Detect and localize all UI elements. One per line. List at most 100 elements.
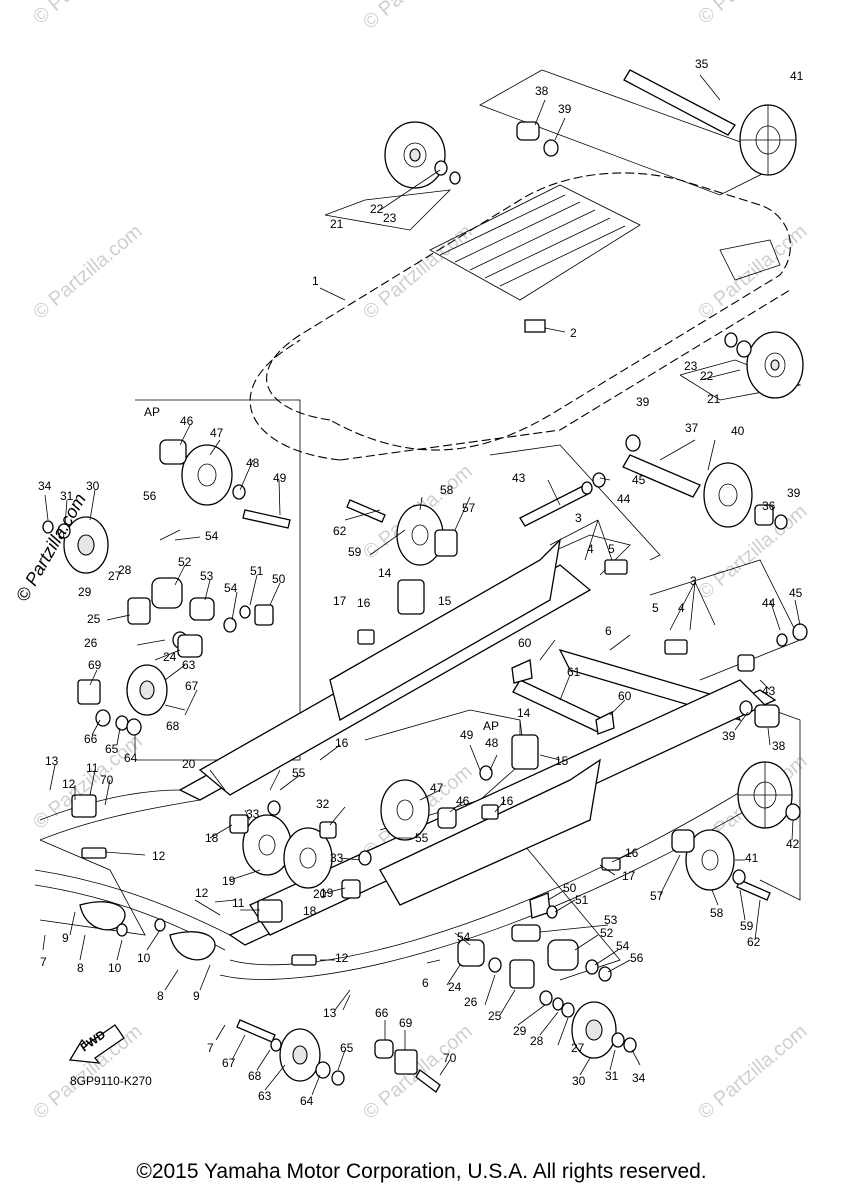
nut-42: [785, 803, 801, 821]
callout-label: 48: [485, 736, 499, 750]
block-11-lower: [257, 899, 283, 923]
wheel-47-lower: [380, 779, 430, 841]
callout-label: 41: [790, 69, 804, 83]
callout-label: 58: [440, 483, 454, 497]
callout-label: 19: [320, 886, 334, 900]
callout-label: 30: [572, 1074, 586, 1088]
callout-label: 17: [333, 594, 347, 608]
wheel-21-right: [746, 331, 804, 399]
callout-label: 29: [78, 585, 92, 599]
block-69: [77, 679, 101, 705]
callout-label: 63: [182, 658, 196, 672]
leader-lines: [42, 74, 801, 1096]
wheel-41-lower: [737, 761, 793, 829]
callout-label: 59: [348, 545, 362, 559]
bolt-62b: [736, 879, 771, 901]
block-69-b: [394, 1049, 418, 1075]
callout-label: 15: [555, 754, 569, 768]
callout-label: 12: [152, 849, 166, 863]
callout-label: 65: [105, 742, 119, 756]
callout-label: 64: [300, 1094, 314, 1108]
callout-label: 12: [195, 886, 209, 900]
callout-label: 12: [62, 777, 76, 791]
callout-label: 55: [292, 766, 306, 780]
callout-label: 24: [448, 980, 462, 994]
clip-16-lower: [481, 804, 499, 820]
callout-label: 7: [40, 955, 47, 969]
callout-label: 27: [108, 569, 122, 583]
callout-label: 11: [86, 761, 99, 775]
callout-label: 37: [685, 421, 699, 435]
wheel-58-lower: [685, 829, 735, 891]
spacer-18-a: [229, 814, 249, 834]
callout-label: 12: [335, 951, 349, 965]
wheel-19-a: [242, 814, 292, 876]
watermark: © Partzilla.com: [694, 220, 811, 323]
callout-label: 57: [650, 889, 664, 903]
callout-label: 53: [200, 569, 214, 583]
wheel-63-upper: [126, 664, 168, 716]
callout-label: 62: [333, 524, 347, 538]
callout-label: 64: [124, 751, 138, 765]
callout-label: 25: [87, 612, 101, 626]
slider-4-b: [664, 639, 688, 655]
callout-label: 28: [530, 1034, 544, 1048]
callout-label: 49: [273, 471, 287, 485]
wheel-30-left: [63, 516, 109, 574]
slider-12-upper: [81, 847, 107, 859]
callout-label: 70: [100, 773, 114, 787]
callout-label: 29: [513, 1024, 527, 1038]
callout-label: 55: [415, 831, 429, 845]
callout-label: 58: [710, 906, 724, 920]
watermark: © Partzilla.com: [29, 0, 146, 29]
callout-label: 39: [722, 729, 736, 743]
callout-label: 50: [563, 881, 577, 895]
bracket-25: [127, 597, 151, 625]
callout-label: 23: [684, 359, 698, 373]
stopper-57-b: [671, 829, 695, 853]
clip-16-c: [601, 857, 621, 871]
callout-label: 10: [108, 961, 122, 975]
spacer-18-b: [341, 879, 361, 899]
callout-label: 45: [789, 586, 803, 600]
callout-label: 8: [157, 989, 164, 1003]
callout-label: 20: [182, 757, 196, 771]
circlip-23: [449, 171, 461, 185]
callout-label: 43: [762, 684, 776, 698]
callout-label: 25: [488, 1009, 502, 1023]
callout-label: 57: [462, 501, 476, 515]
damper-14-lower: [511, 734, 539, 770]
callout-label: 61: [567, 665, 581, 679]
callout-label: 50: [272, 572, 286, 586]
callout-label: 38: [535, 84, 549, 98]
track-belt: [249, 172, 791, 461]
callout-label: 66: [375, 1006, 389, 1020]
bolt-62: [346, 499, 386, 523]
callout-label: 35: [695, 57, 709, 71]
bushing-22: [434, 160, 448, 176]
callout-label: 69: [88, 658, 102, 672]
callout-label: 67: [185, 679, 199, 693]
callout-label: 51: [575, 893, 589, 907]
collar-36: [754, 504, 774, 526]
callout-label: 45: [632, 473, 646, 487]
callout-label: 31: [60, 489, 74, 503]
callout-label: 39: [787, 486, 801, 500]
washer-39-b: [625, 434, 641, 452]
bolt-70: [415, 1069, 441, 1093]
callout-label: 13: [323, 1006, 337, 1020]
callout-label: 26: [84, 636, 98, 650]
callout-label: 44: [762, 596, 776, 610]
callout-label: 30: [86, 479, 100, 493]
callout-label: 51: [250, 564, 264, 578]
callout-label: 52: [600, 926, 614, 940]
bracket-25-b: [509, 959, 535, 989]
callout-label: 48: [246, 456, 260, 470]
callout-label: 33: [330, 851, 344, 865]
callout-label: 26: [464, 995, 478, 1009]
callout-label: 67: [222, 1056, 236, 1070]
callout-label: 16: [500, 794, 514, 808]
callout-label: 22: [370, 202, 384, 216]
callout-label: 39: [636, 395, 650, 409]
collar-38-b: [754, 704, 780, 728]
